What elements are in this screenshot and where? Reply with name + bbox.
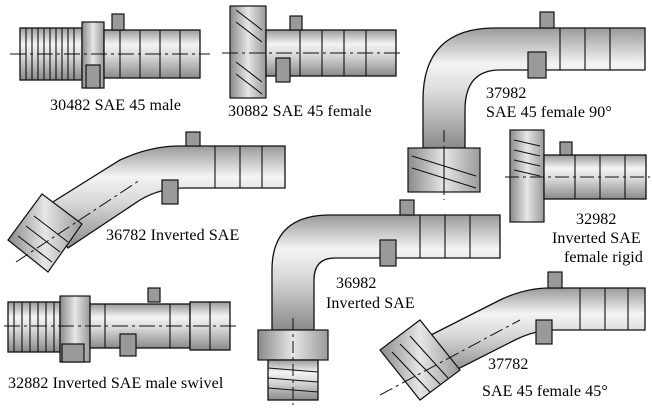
fitting-36982 bbox=[257, 199, 501, 405]
label-36782: 36782 Inverted SAE bbox=[106, 227, 240, 244]
label-37782-desc: SAE 45 female 45° bbox=[482, 383, 608, 400]
fitting-37982 bbox=[407, 11, 646, 200]
fitting-37782 bbox=[379, 271, 646, 401]
label-30482: 30482 SAE 45 male bbox=[50, 97, 182, 114]
fitting-30482 bbox=[10, 13, 210, 89]
label-32982-desc1: Inverted SAE bbox=[552, 230, 641, 247]
fitting-32882 bbox=[4, 287, 236, 363]
label-32882: 32882 Inverted SAE male swivel bbox=[8, 375, 224, 392]
label-36982-desc: Inverted SAE bbox=[326, 295, 415, 312]
label-37782-code: 37782 bbox=[488, 356, 529, 373]
fitting-30882 bbox=[222, 5, 404, 99]
label-37982-code: 37982 bbox=[486, 85, 527, 102]
label-32982-desc2: female rigid bbox=[564, 249, 643, 266]
label-37982-desc: SAE 45 female 90° bbox=[486, 104, 612, 121]
label-32982-code: 32982 bbox=[576, 211, 617, 228]
label-36982-code: 36982 bbox=[336, 275, 377, 292]
fitting-32982 bbox=[505, 129, 650, 223]
label-30882: 30882 SAE 45 female bbox=[228, 103, 372, 120]
fitting-36782 bbox=[7, 131, 286, 273]
